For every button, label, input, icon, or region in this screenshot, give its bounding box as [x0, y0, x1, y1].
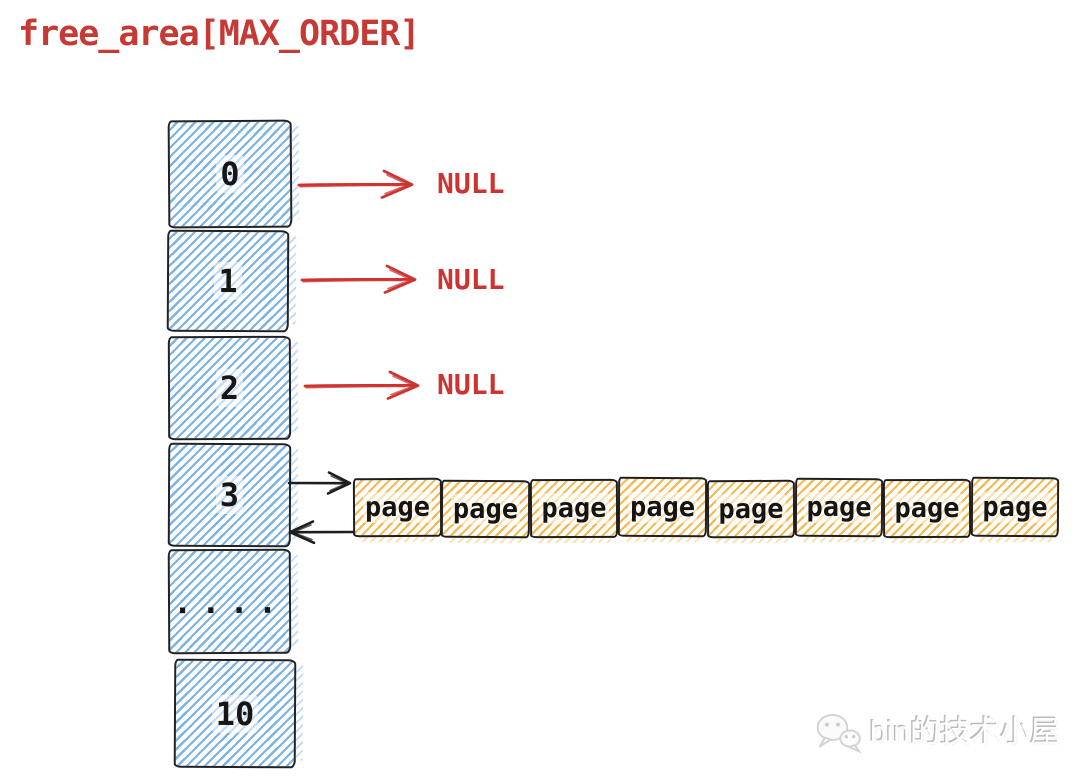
watermark-text: bin的技术小屋	[869, 716, 1060, 749]
null-arrow-icon	[303, 370, 420, 400]
page-label: page	[892, 492, 962, 525]
page-cell: page	[706, 479, 796, 539]
page-cell: page	[970, 476, 1060, 538]
array-cell-label: 3	[215, 475, 244, 515]
diagram-title: free_area[MAX_ORDER]	[18, 14, 420, 54]
page-label: page	[450, 493, 521, 525]
page-link-arrow-icon	[287, 471, 352, 495]
page-cell: page	[882, 478, 972, 539]
null-label: NULL	[437, 167, 505, 200]
null-arrow-icon	[300, 264, 417, 294]
null-arrow-icon	[297, 169, 414, 199]
page-label: page	[804, 491, 874, 524]
array-cell-10: 10	[173, 658, 297, 769]
null-label: NULL	[437, 368, 505, 401]
page-cell: page	[440, 479, 531, 539]
null-label: NULL	[437, 263, 505, 296]
page-return-arrow-icon	[288, 520, 356, 545]
array-cell-label: 0	[216, 154, 244, 194]
page-label: page	[539, 492, 609, 525]
array-cell-0: 0	[167, 119, 293, 229]
array-cell-label: 2	[215, 368, 244, 408]
page-label: page	[627, 491, 698, 523]
page-cell: page	[617, 476, 708, 538]
watermark: bin的技术小屋	[813, 708, 1060, 758]
array-cell-label: 10	[211, 694, 259, 733]
page-label: page	[980, 491, 1050, 523]
array-cell-3: 3	[167, 442, 292, 548]
array-cell-label: 1	[214, 261, 242, 301]
array-cell-ellipsis: ....	[167, 548, 292, 655]
wechat-icon	[816, 714, 863, 754]
array-cell-1: 1	[166, 229, 290, 333]
page-label: page	[716, 493, 786, 525]
page-cell: page	[529, 478, 619, 539]
page-cell: page	[794, 477, 884, 538]
page-label: page	[362, 491, 433, 524]
array-cell-label: ....	[172, 582, 287, 621]
array-cell-2: 2	[167, 335, 292, 441]
page-cell: page	[352, 477, 443, 538]
